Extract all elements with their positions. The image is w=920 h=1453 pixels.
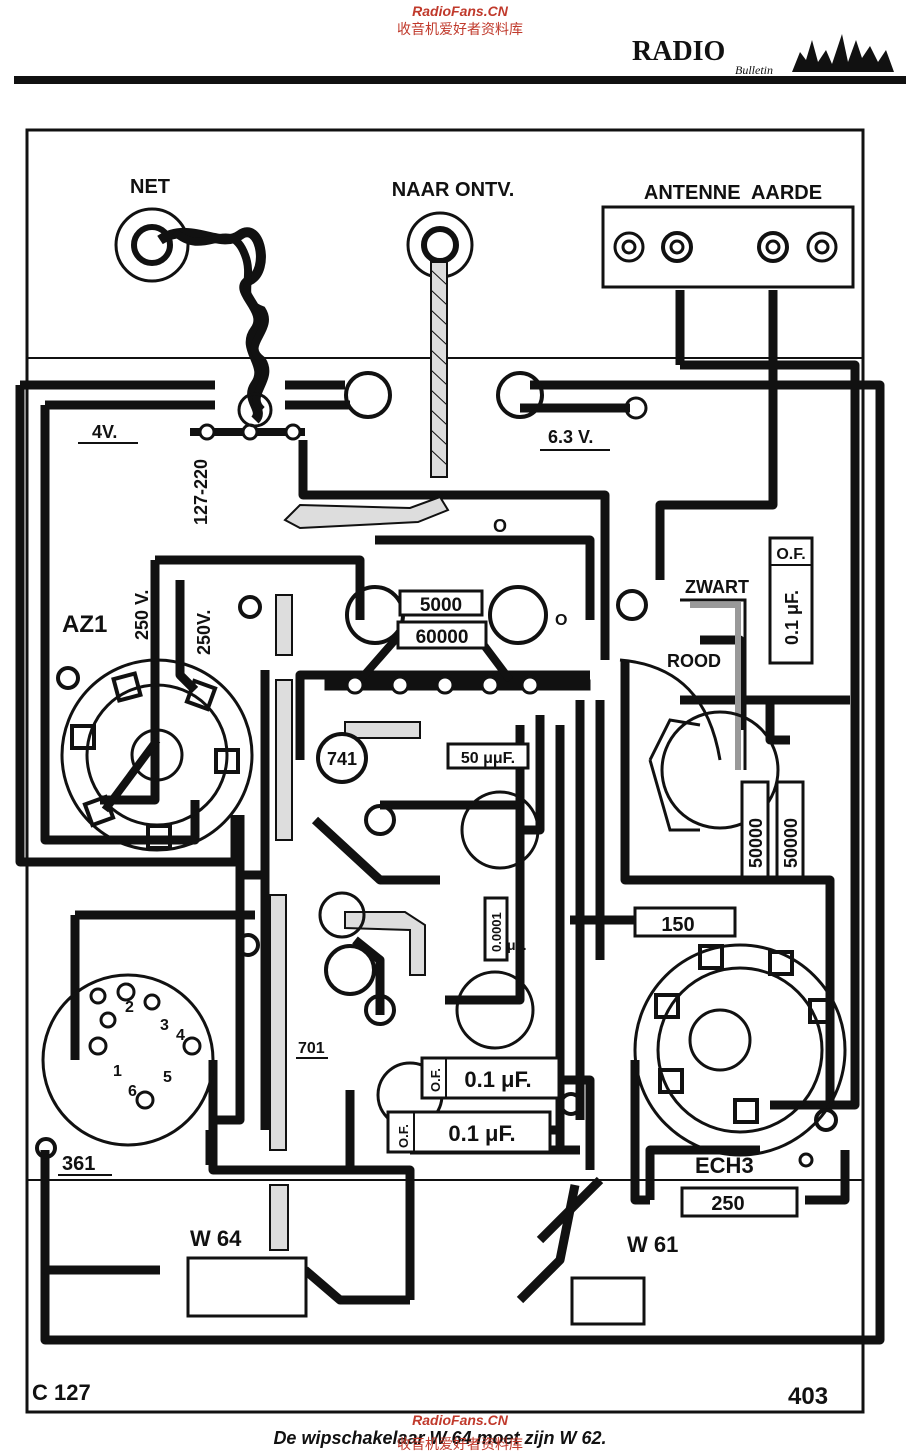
radio-bulletin-logo: RADIO Bulletin bbox=[632, 34, 894, 77]
switch-w64: W 64 bbox=[186, 1226, 308, 1318]
label-antenne-aarde: ANTENNE AARDE bbox=[644, 182, 822, 204]
capacitor-of-0-1uf-right: O.F. 0.1 μF. bbox=[768, 536, 814, 665]
label-701: 701 bbox=[298, 1040, 325, 1057]
label-rood: ROOD bbox=[667, 651, 721, 671]
svg-text:0.0001: 0.0001 bbox=[489, 912, 504, 952]
az1-tube-socket bbox=[60, 658, 254, 852]
resistor-5000: 5000 bbox=[398, 589, 484, 617]
svg-text:50 μμF.: 50 μμF. bbox=[461, 750, 515, 767]
svg-text:4: 4 bbox=[176, 1027, 185, 1044]
svg-text:0.1 μF.: 0.1 μF. bbox=[448, 1121, 515, 1146]
svg-text:2: 2 bbox=[125, 999, 134, 1016]
label-6-3v: 6.3 V. bbox=[548, 427, 593, 447]
svg-text:5: 5 bbox=[163, 1069, 172, 1086]
svg-text:W 64: W 64 bbox=[190, 1226, 242, 1251]
watermark-bottom-line1: RadioFans.CN bbox=[412, 1412, 509, 1428]
label-net: NET bbox=[130, 176, 170, 198]
svg-text:μF.: μF. bbox=[507, 937, 526, 953]
svg-text:6: 6 bbox=[128, 1083, 137, 1100]
label-zwart: ZWART bbox=[685, 577, 749, 597]
logo-main: RADIO bbox=[632, 36, 725, 67]
svg-text:0.1 μF.: 0.1 μF. bbox=[782, 590, 802, 645]
antenna-terminal-strip bbox=[601, 205, 855, 289]
resistor-250: 250 bbox=[680, 1186, 799, 1218]
svg-text:O.F.: O.F. bbox=[428, 1068, 443, 1092]
label-4v: 4V. bbox=[92, 422, 117, 442]
capacitor-0-1uf-b: O.F. 0.1 μF. bbox=[386, 1110, 552, 1154]
svg-text:741: 741 bbox=[327, 749, 357, 769]
resistor-50000-a: 50000 bbox=[740, 780, 770, 879]
voltage-selector bbox=[190, 392, 305, 441]
shielded-cables bbox=[269, 495, 450, 1251]
net-socket bbox=[114, 207, 190, 283]
label-250v-b: 250V. bbox=[194, 610, 214, 655]
caption: De wipschakelaar W 64 moet zijn W 62. bbox=[273, 1428, 606, 1448]
switch-w61: W 61 bbox=[570, 1232, 678, 1326]
resistor-50000-b: 50000 bbox=[775, 780, 805, 879]
svg-text:60000: 60000 bbox=[416, 627, 469, 648]
resistor-150: 150 bbox=[633, 906, 737, 938]
svg-text:O.F.: O.F. bbox=[776, 546, 805, 563]
svg-text:W 61: W 61 bbox=[627, 1232, 678, 1257]
svg-text:250: 250 bbox=[711, 1193, 744, 1215]
label-127-220: 127-220 bbox=[191, 459, 211, 525]
wiring bbox=[15, 290, 885, 1345]
capacitor-50uuf: 50 μμF. bbox=[446, 742, 530, 770]
wave-switch-socket bbox=[41, 973, 215, 1147]
grommets bbox=[35, 371, 648, 1159]
resistor-60000: 60000 bbox=[396, 620, 488, 650]
watermark-top-line1: RadioFans.CN bbox=[412, 3, 509, 19]
capacitor-0-0001uf: 0.0001 μF. bbox=[483, 896, 526, 962]
svg-text:1: 1 bbox=[113, 1063, 122, 1080]
label-403: 403 bbox=[788, 1383, 828, 1410]
svg-text:50000: 50000 bbox=[781, 818, 801, 868]
capacitor-0-1uf-a: O.F. 0.1 μF. bbox=[420, 1056, 561, 1100]
watermark-bottom-line2: 收音机爱好者资料库 bbox=[397, 1436, 523, 1452]
svg-text:0.1 μF.: 0.1 μF. bbox=[464, 1067, 531, 1092]
label-o-mid: O bbox=[555, 612, 567, 629]
svg-text:O.F.: O.F. bbox=[396, 1124, 411, 1148]
wave-switch-pin-labels: 1 2 3 4 5 6 bbox=[113, 999, 185, 1100]
svg-text:3: 3 bbox=[160, 1017, 169, 1034]
label-az1: AZ1 bbox=[62, 611, 107, 638]
svg-text:5000: 5000 bbox=[420, 595, 462, 616]
watermark-top-line2: 收音机爱好者资料库 bbox=[397, 21, 523, 37]
shielded-cable-ontv bbox=[430, 261, 448, 478]
if-can-right bbox=[648, 710, 780, 832]
svg-text:50000: 50000 bbox=[746, 818, 766, 868]
logo-sub: Bulletin bbox=[735, 63, 773, 77]
header-rule bbox=[14, 76, 906, 84]
label-naar-ontv: NAAR ONTV. bbox=[392, 179, 515, 201]
svg-text:150: 150 bbox=[661, 914, 694, 936]
label-361: 361 bbox=[62, 1153, 95, 1175]
label-c127: C 127 bbox=[32, 1380, 91, 1405]
trimmer-701-area bbox=[318, 891, 535, 1129]
label-250v-a: 250 V. bbox=[132, 590, 152, 640]
label-o-top: O bbox=[493, 516, 507, 536]
trimmer-741: 741 bbox=[316, 732, 540, 870]
ech3-tube-socket bbox=[633, 943, 847, 1168]
zwart-rood-wires bbox=[619, 598, 747, 770]
label-ech3: ECH3 bbox=[695, 1153, 754, 1178]
chassis-outline bbox=[25, 128, 865, 1414]
